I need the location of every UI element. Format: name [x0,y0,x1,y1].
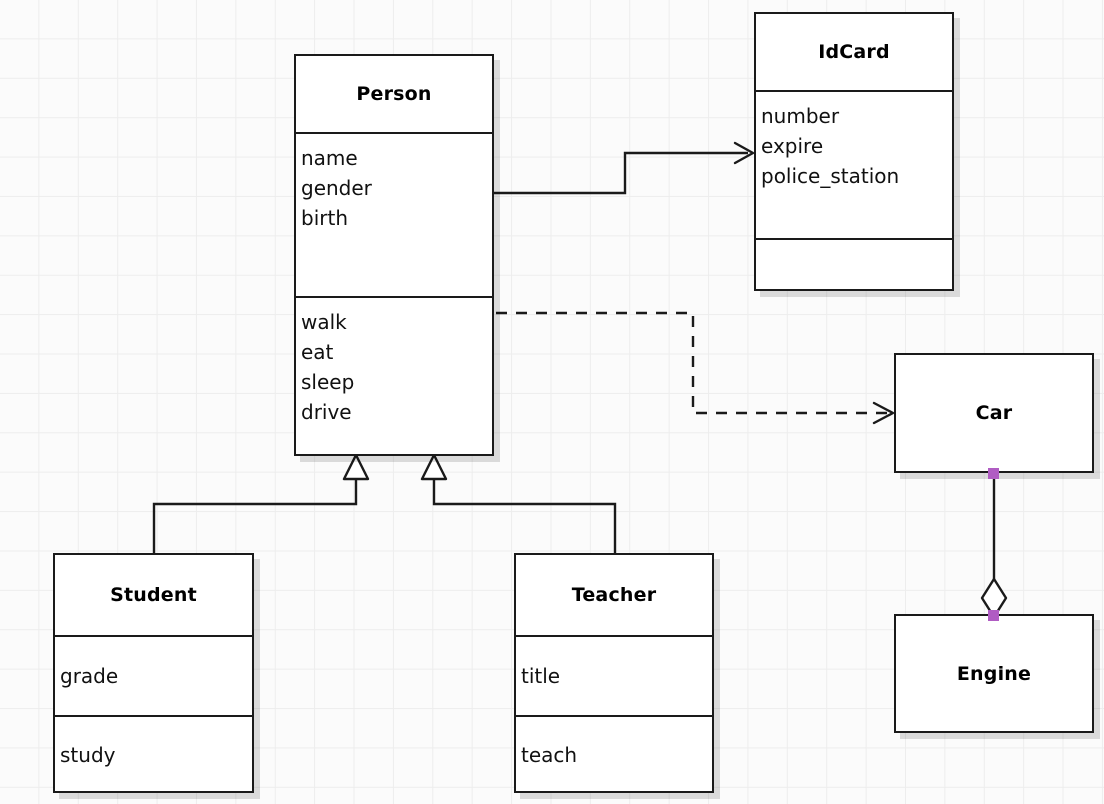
operation-row: teach [521,743,578,767]
attribute-row: number [761,104,840,128]
class-title-text: Student [110,584,197,606]
operations-person: walk eat sleep drive [296,296,492,454]
uml-class-engine[interactable]: Engine [894,614,1094,733]
hollow-triangle-icon [342,453,370,481]
relation-person-idcard[interactable] [494,141,755,195]
uml-class-teacher[interactable]: Teacher title teach [514,553,714,793]
attributes-person: name gender birth [296,132,492,296]
relation-teacher-person[interactable] [420,453,617,553]
uml-class-idcard[interactable]: IdCard number expire police_station [754,12,954,291]
class-name-engine: Engine [896,616,1092,731]
class-title-text: Engine [956,662,1032,685]
operation-row: sleep [301,370,355,394]
class-name-student: Student [55,555,252,635]
attributes-teacher: title [516,635,712,715]
attribute-row: gender [301,176,372,200]
relation-person-car[interactable] [496,311,895,425]
class-name-person: Person [296,56,492,132]
attribute-row: expire [761,134,824,158]
uml-class-car[interactable]: Car [894,353,1094,473]
operation-row: study [60,743,116,767]
uml-class-student[interactable]: Student grade study [53,553,254,793]
class-name-idcard: IdCard [756,14,952,90]
class-name-teacher: Teacher [516,555,712,635]
operations-idcard [756,238,952,289]
attribute-row: name [301,146,358,170]
relation-endpoint-handle-car[interactable] [988,468,999,479]
attributes-idcard: number expire police_station [756,90,952,238]
attributes-student: grade [55,635,252,715]
attribute-row: grade [60,664,119,688]
attribute-row: police_station [761,164,900,188]
operation-row: drive [301,400,352,424]
operations-teacher: teach [516,715,712,793]
class-title-text: Person [356,83,432,105]
hollow-triangle-icon [420,453,448,481]
relation-student-person[interactable] [152,453,370,553]
class-title-text: Car [975,402,1013,424]
class-title-text: IdCard [818,41,890,63]
uml-class-person[interactable]: Person name gender birth walk eat sleep … [294,54,494,456]
operation-row: walk [301,310,347,334]
relation-car-engine[interactable] [980,473,1008,619]
attribute-row: birth [301,206,348,230]
class-name-car: Car [896,355,1092,471]
operations-student: study [55,715,252,793]
open-arrowhead-icon [872,401,895,425]
relation-endpoint-handle-engine[interactable] [988,610,999,621]
operation-row: eat [301,340,334,364]
class-title-text: Teacher [571,584,657,606]
attribute-row: title [521,664,561,688]
open-arrowhead-icon [733,141,755,165]
